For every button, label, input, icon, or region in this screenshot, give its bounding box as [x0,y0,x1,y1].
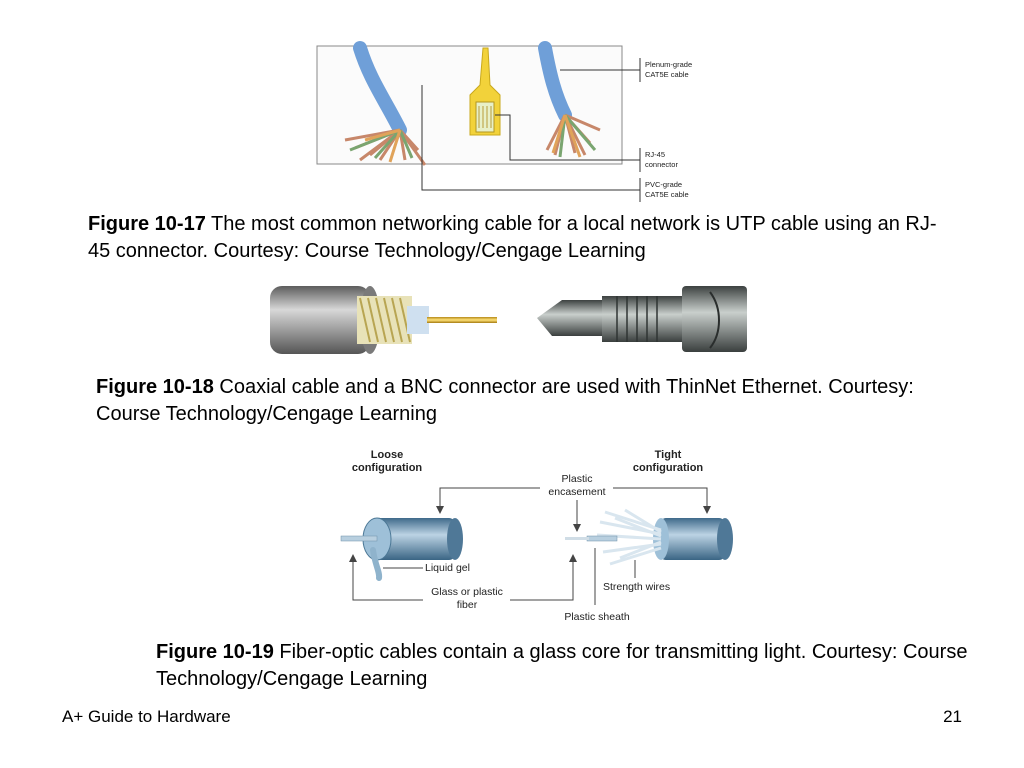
pvc-label-1: PVC-grade [645,180,682,189]
loose-label-1: Loose [371,449,403,461]
glass-leader-right [510,558,574,601]
page-number: 21 [943,707,962,726]
figure-10-17-caption: Figure 10-17 The most common networking … [88,211,948,265]
fiber-optic-figure: Loose configuration Tight configuration … [340,449,733,623]
arrowhead [349,554,357,562]
plenum-cable-photo [538,41,601,158]
rj45-plug-photo [469,47,501,136]
arrowhead [436,506,444,514]
liquid-gel-label: Liquid gel [425,562,470,574]
tight-label-2: configuration [633,462,704,474]
caption-text: The most common networking cable for a l… [88,213,937,262]
encasement-arrow-right [613,487,708,510]
coax-cable [270,286,497,354]
figure-10-18-caption: Figure 10-18 Coaxial cable and a BNC con… [96,374,976,428]
glass-fiber-label-1: Glass or plastic [431,586,503,598]
figure-10-19-caption: Figure 10-19 Fiber-optic cables contain … [156,639,976,693]
rj45-label-2: connector [645,160,678,169]
encasement-arrow-left [439,487,540,510]
plastic-sheath-label: Plastic sheath [564,611,630,623]
figure-number: Figure 10-17 [88,213,206,235]
rj45-leader-line [495,114,640,161]
plastic-encasement-label-1: Plastic [562,473,593,485]
arrowhead [569,554,577,562]
pvc-cable-photo [344,41,427,166]
loose-cable [340,517,463,581]
figure-number: Figure 10-19 [156,641,274,663]
glass-fiber-label-2: fiber [457,599,478,611]
strength-wires-label: Strength wires [603,581,670,593]
pvc-leader-line [421,85,640,191]
coax-bnc-figure [270,286,747,354]
arrowhead [573,524,581,532]
footer-title: A+ Guide to Hardware [62,707,231,726]
plenum-label-1: Plenum-grade [645,60,692,69]
utp-cable-figure: Plenum-grade CAT5E cable RJ-45 connector… [316,41,692,202]
figure-number: Figure 10-18 [96,376,214,398]
pvc-label-2: CAT5E cable [645,190,689,199]
arrowhead [703,506,711,514]
rj45-label-1: RJ-45 [645,150,665,159]
caption-text: Fiber-optic cables contain a glass core … [156,641,968,690]
glass-leader-left [352,558,423,601]
caption-text: Coaxial cable and a BNC connector are us… [96,376,914,425]
plastic-encasement-label-2: encasement [548,486,605,498]
loose-label-2: configuration [352,462,423,474]
tight-label-1: Tight [655,449,682,461]
tight-cable [565,508,733,566]
bnc-connector [537,286,747,352]
plenum-label-2: CAT5E cable [645,70,689,79]
